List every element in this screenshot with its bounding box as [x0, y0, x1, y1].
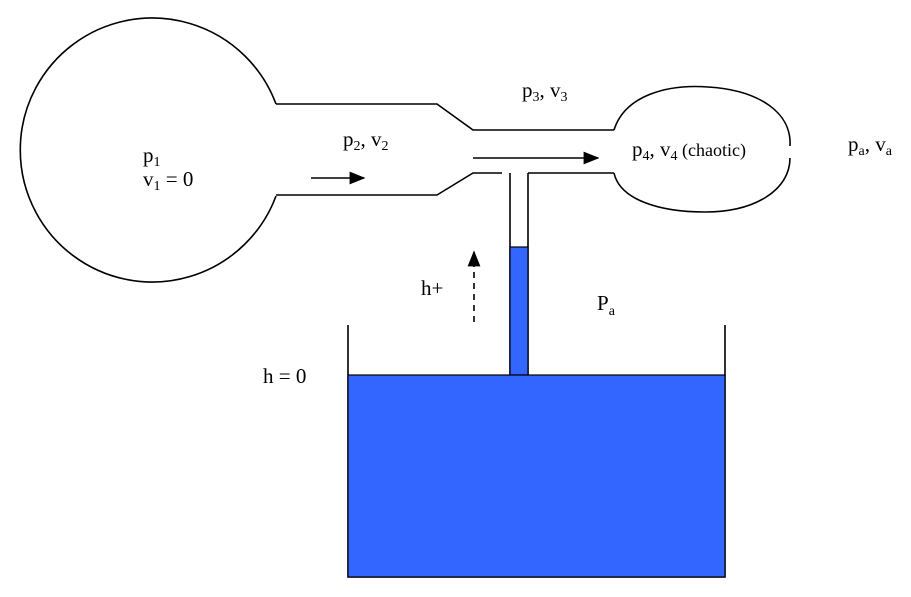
- label-pa-va: pa, va: [848, 132, 893, 159]
- riser-fluid-column: [509, 246, 529, 376]
- left-reservoir-bulb: [19, 17, 277, 283]
- right-expansion-bulb: [613, 85, 791, 213]
- tube-upper-wall: [276, 103, 614, 131]
- tube-lower-wall-left: [276, 172, 502, 196]
- label-p1: p1: [143, 143, 161, 170]
- label-h-plus: h+: [421, 276, 443, 300]
- label-p4-v4: p4, v4 (chaotic): [632, 137, 746, 164]
- label-p2-v2: p2, v2: [343, 127, 389, 154]
- label-Pa: Pa: [597, 291, 616, 319]
- tank-fluid: [347, 374, 726, 578]
- label-h-zero: h = 0: [263, 364, 306, 388]
- label-v1: v1 = 0: [143, 167, 193, 194]
- label-p3-v3: p3, v3: [522, 78, 568, 105]
